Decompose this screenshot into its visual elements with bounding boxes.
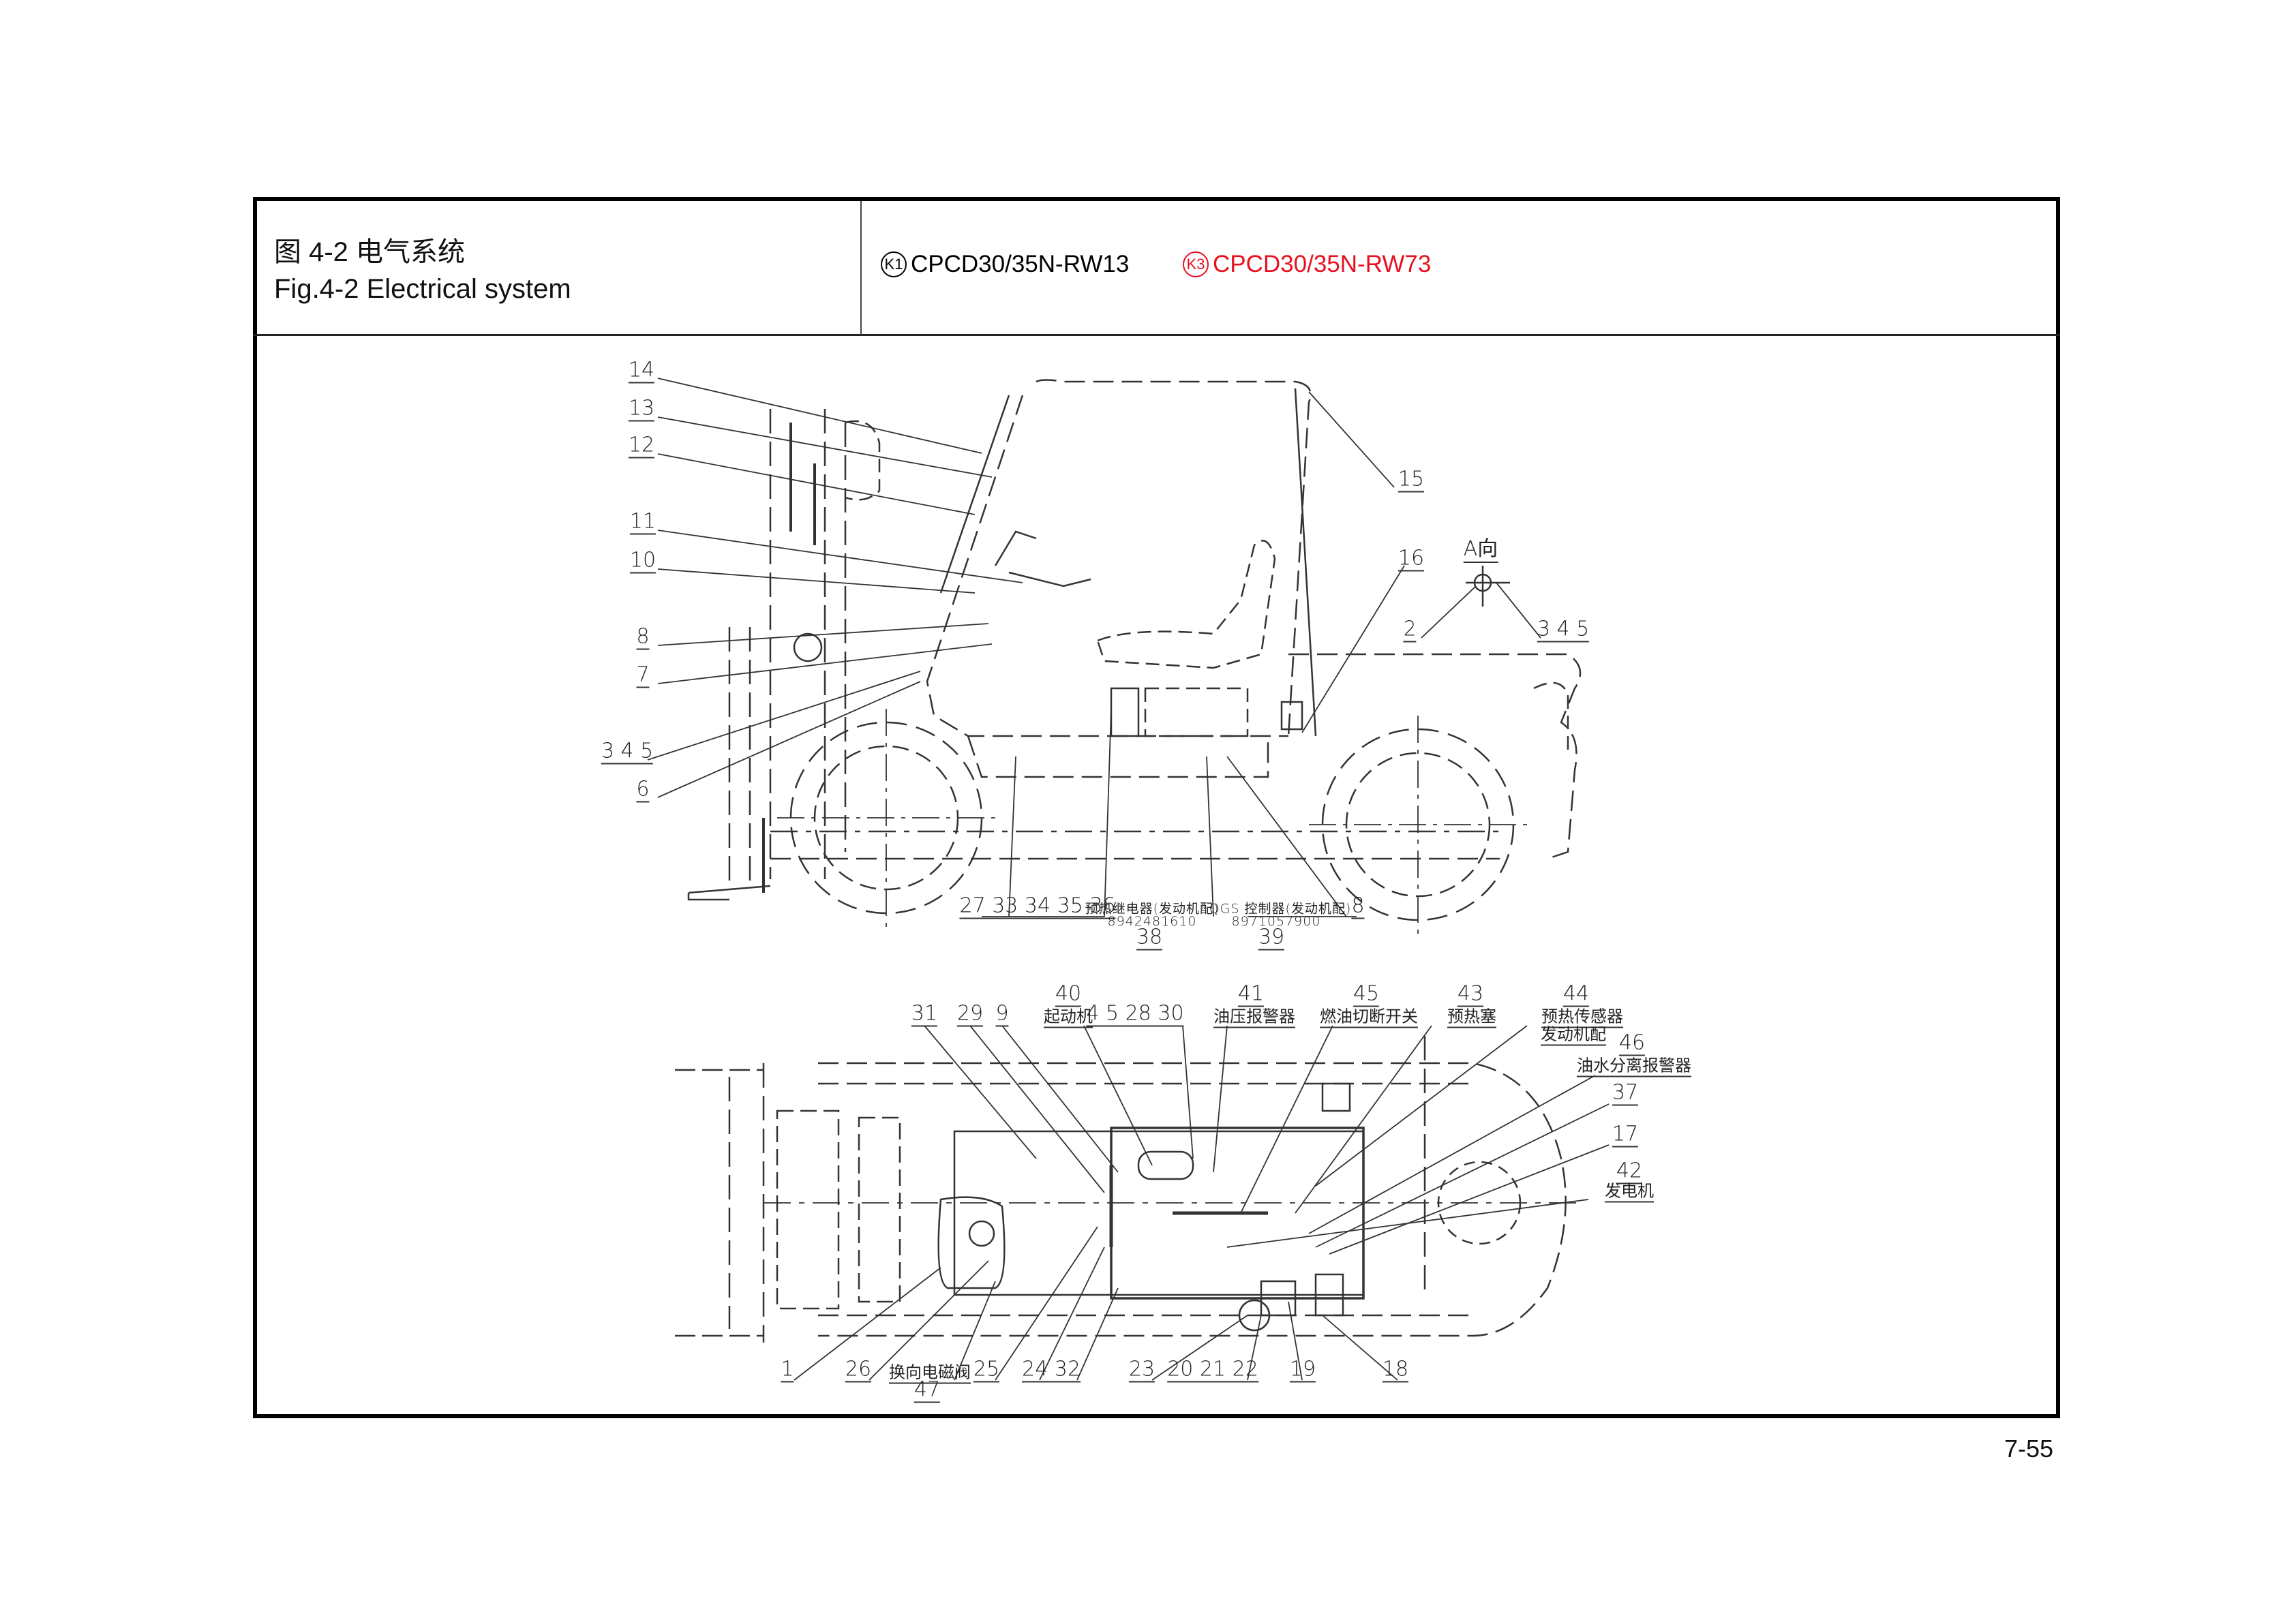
callout-label: 3 4 5 <box>601 739 654 765</box>
figure-title-cn: 图 4-2 电气系统 <box>274 237 466 267</box>
callout-label: 11 <box>629 509 656 535</box>
callout-label: 预热传感器 <box>1541 1003 1623 1028</box>
callout-label: 26 <box>845 1357 872 1383</box>
callout-label: 47 <box>913 1377 941 1403</box>
callout-label: 23 <box>1128 1357 1155 1383</box>
callout-label: 41 <box>1237 981 1265 1007</box>
callout-label: A向 <box>1463 532 1498 563</box>
callout-label: 19 <box>1289 1357 1316 1383</box>
callout-label: 43 <box>1457 981 1484 1007</box>
callout-label: 42 <box>1616 1159 1643 1184</box>
callout-label: 8942481610 <box>1107 914 1197 929</box>
callout-label: 16 <box>1398 546 1425 572</box>
callout-label: 换向电磁阀 <box>889 1359 971 1384</box>
callout-label: 40 <box>1055 981 1082 1007</box>
callout-label: 31 <box>911 1001 938 1027</box>
figure-frame <box>253 197 2060 1418</box>
callout-label: 2 <box>1403 617 1417 643</box>
callout-label: 15 <box>1398 467 1425 493</box>
callout-label: 39 <box>1258 925 1285 951</box>
callout-label: 24 32 <box>1022 1357 1081 1383</box>
callout-label: 起动机 <box>1044 1003 1093 1028</box>
callout-label: 18 <box>1382 1357 1409 1383</box>
callout-label: 发动机配 <box>1541 1021 1606 1046</box>
side-view-forklift <box>647 378 1582 934</box>
callout-label: 45 <box>1353 981 1380 1007</box>
top-view-forklift <box>675 1025 1610 1381</box>
callout-label: 油水分离报警器 <box>1577 1052 1691 1077</box>
callout-label: 13 <box>628 396 655 422</box>
callout-label: 20 21 22 <box>1167 1357 1258 1383</box>
callout-label: 3 4 5 <box>1537 617 1590 643</box>
k3-circle-icon: K3 <box>1183 251 1209 277</box>
header-column-divider <box>860 201 862 335</box>
figure-title-en: Fig.4-2 Electrical system <box>274 274 571 304</box>
callout-label: 12 <box>628 433 655 459</box>
callout-label: 29 <box>956 1001 984 1027</box>
header-divider <box>253 334 2060 336</box>
callout-label: 9 <box>995 1001 1009 1027</box>
model-k3: K3 CPCD30/35N-RW73 <box>1183 251 1431 278</box>
callout-label: 8 <box>636 624 650 650</box>
callout-label: 6 <box>636 777 650 803</box>
callout-label: 预热塞 <box>1447 1003 1496 1028</box>
callout-label: 油压报警器 <box>1213 1003 1295 1028</box>
k1-circle-icon: K1 <box>881 251 907 277</box>
callout-label: 发电机 <box>1605 1178 1654 1203</box>
page-number: 7-55 <box>2004 1435 2054 1463</box>
callout-label: 8 <box>1351 893 1365 919</box>
callout-label: 25 <box>973 1357 1000 1383</box>
callout-label: 7 <box>636 662 650 688</box>
callout-label: 38 <box>1136 925 1163 951</box>
model-k3-name: CPCD30/35N-RW73 <box>1213 251 1432 277</box>
callout-label: 4 5 28 30 <box>1086 1001 1184 1027</box>
callout-label: 1 <box>781 1357 794 1383</box>
callout-label: 预热继电器(发动机配) <box>1085 901 1220 917</box>
callout-label: 燃油切断开关 <box>1320 1003 1418 1028</box>
callout-label: 46 <box>1618 1030 1646 1056</box>
model-k1-name: CPCD30/35N-RW13 <box>911 251 1130 277</box>
callout-label: 8971057900 <box>1231 914 1321 929</box>
callout-label: 14 <box>628 358 655 384</box>
callout-label: 17 <box>1612 1122 1639 1148</box>
callout-label: 44 <box>1562 981 1590 1007</box>
callout-label: 27 33 34 35 36 <box>959 893 1116 919</box>
callout-label: QGS 控制器(发动机配) <box>1209 901 1352 917</box>
callout-label: 10 <box>629 548 656 574</box>
callout-label: 37 <box>1612 1080 1639 1106</box>
model-k1: K1 CPCD30/35N-RW13 <box>881 251 1129 278</box>
